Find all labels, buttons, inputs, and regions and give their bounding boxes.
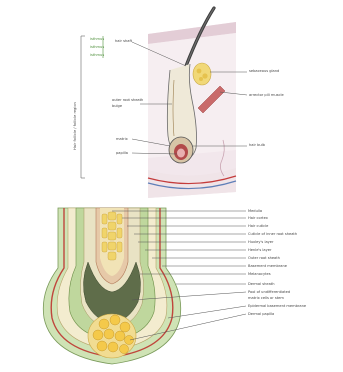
dermal-papilla (88, 314, 136, 358)
zone-label-2: isthmus (90, 45, 104, 49)
bottom-follicle-cross-section (43, 208, 180, 364)
label-huxleys-layer: Huxley's layer (248, 240, 274, 244)
label-melanocytes: Melanocytes (248, 272, 271, 276)
zone-label-1: isthmus (90, 37, 104, 41)
label-basement-membrane: Basement membrane (248, 264, 288, 268)
label-dermal-sheath: Dermal sheath (248, 282, 275, 286)
outer-root-sheath-label: outer root sheath (112, 98, 143, 102)
label-epidermal-basement-membrane: Epidermal basement membrane (248, 304, 307, 308)
sebaceous-gland-label: sebaceous gland (249, 69, 279, 73)
vertical-bracket-label: Hair follicle / follicle region (73, 102, 77, 150)
arrector-pili-label: arrector pili muscle (249, 93, 284, 97)
label-henles-layer: Henle's layer (248, 248, 272, 252)
zone-label-3: isthmus (90, 53, 104, 57)
label-pool-undifferentiated: Pool of undifferentiated (248, 290, 290, 294)
sebaceous-gland (193, 63, 211, 85)
label-hair-cuticle: Hair cuticle (248, 224, 269, 228)
top-left-bracket: Hair follicle / follicle region (73, 36, 85, 178)
label-outer-root-sheath: Outer root sheath (248, 256, 280, 260)
hair-shaft-label: hair shaft (115, 39, 133, 43)
label-dermal-papilla: Dermal papilla (248, 312, 274, 316)
hair-bulb-top (169, 137, 193, 163)
zone-label-group: isthmus isthmus isthmus (90, 36, 104, 58)
bulge-label: bulge (112, 104, 123, 108)
hair-bulb-label: hair bulb (249, 143, 266, 147)
label-cuticle-inner-root-sheath: Cuticle of inner root sheath (248, 232, 297, 236)
papilla-label: papilla (116, 151, 128, 155)
label-matrix-cells: matrix cells or stem (248, 296, 284, 300)
label-medulla: Medulla (248, 209, 262, 213)
matrix-label: matrix (116, 137, 129, 141)
label-hair-cortex: Hair cortex (248, 216, 269, 220)
